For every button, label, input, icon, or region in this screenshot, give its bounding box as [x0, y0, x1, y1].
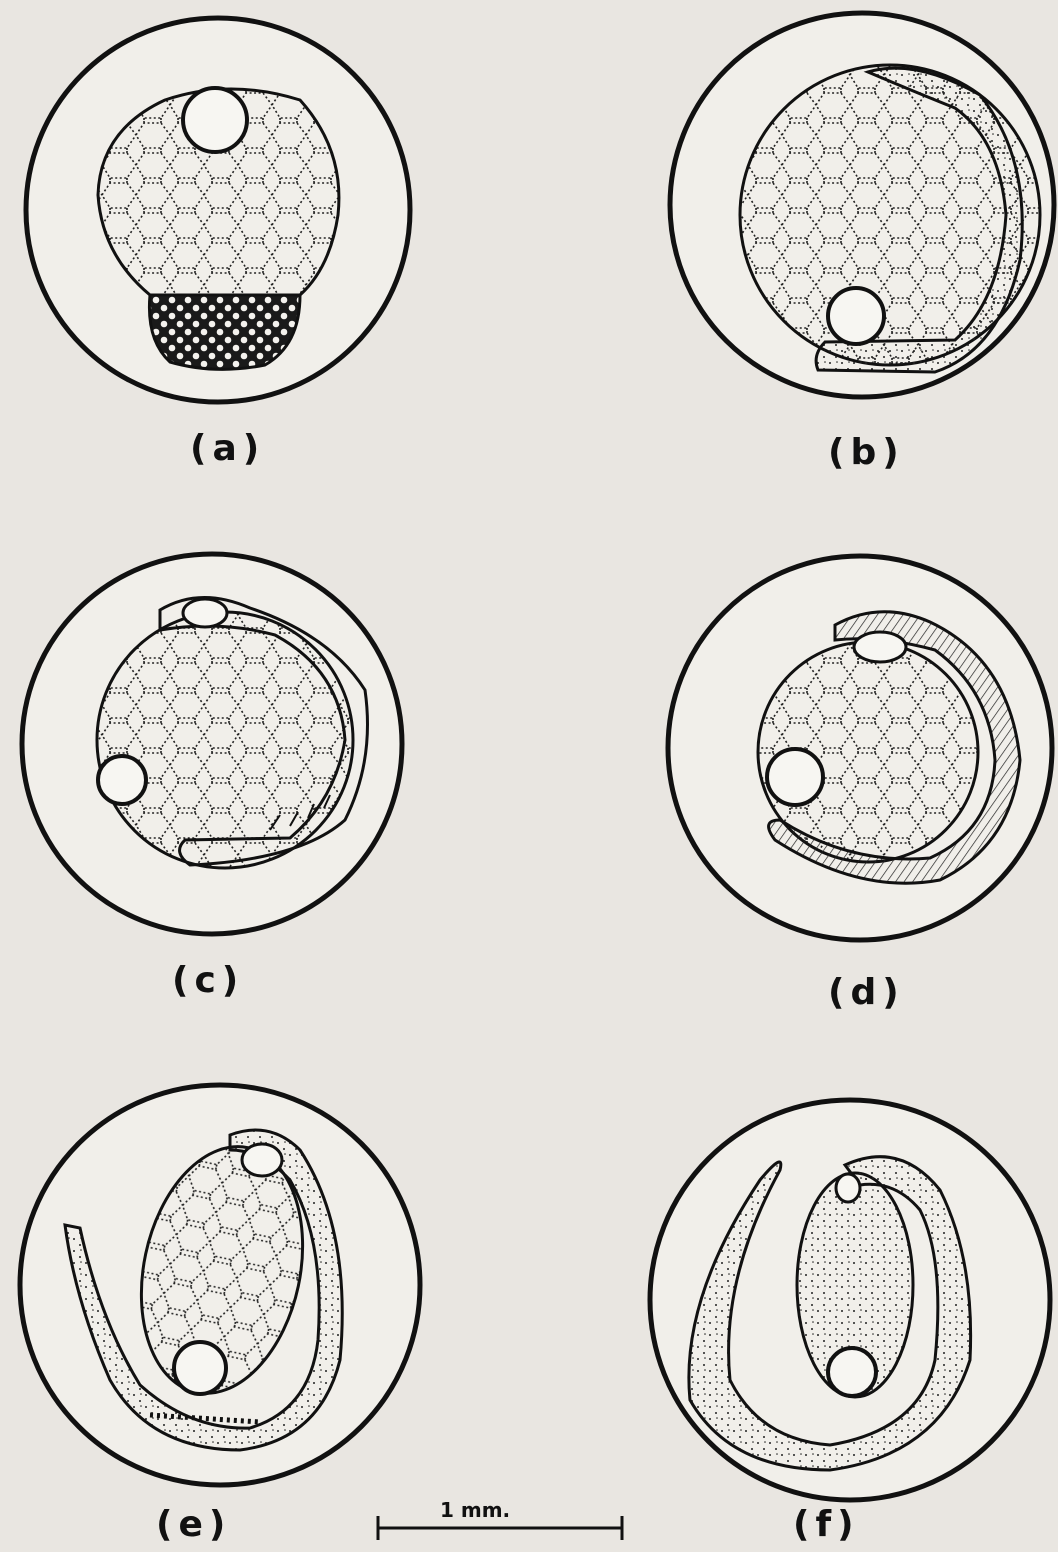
- head-d: [854, 632, 906, 662]
- scale-bar-label: 1 mm.: [440, 1498, 510, 1522]
- panel-label-b: (b): [828, 432, 905, 473]
- oil-globule-f: [828, 1348, 876, 1396]
- head-f: [836, 1174, 860, 1202]
- panel-label-a: (a): [190, 428, 265, 469]
- head-e: [242, 1144, 282, 1176]
- oil-globule-b: [828, 288, 884, 344]
- panel-label-f: (f): [793, 1504, 860, 1545]
- egg-b: [670, 13, 1054, 397]
- oil-globule-d: [767, 749, 823, 805]
- egg-e: [20, 1085, 420, 1485]
- panel-label-d: (d): [828, 972, 905, 1013]
- egg-a: [26, 18, 410, 402]
- egg-c: [22, 554, 402, 934]
- oil-globule-a: [183, 88, 247, 152]
- oil-globule-c: [98, 756, 146, 804]
- yolk-c: [97, 612, 353, 868]
- oil-globule-e: [174, 1342, 226, 1394]
- panel-label-e: (e): [156, 1504, 231, 1545]
- egg-d: [668, 556, 1052, 940]
- panel-label-c: (c): [172, 960, 244, 1001]
- egg-f: [650, 1100, 1050, 1500]
- head-c: [183, 599, 227, 627]
